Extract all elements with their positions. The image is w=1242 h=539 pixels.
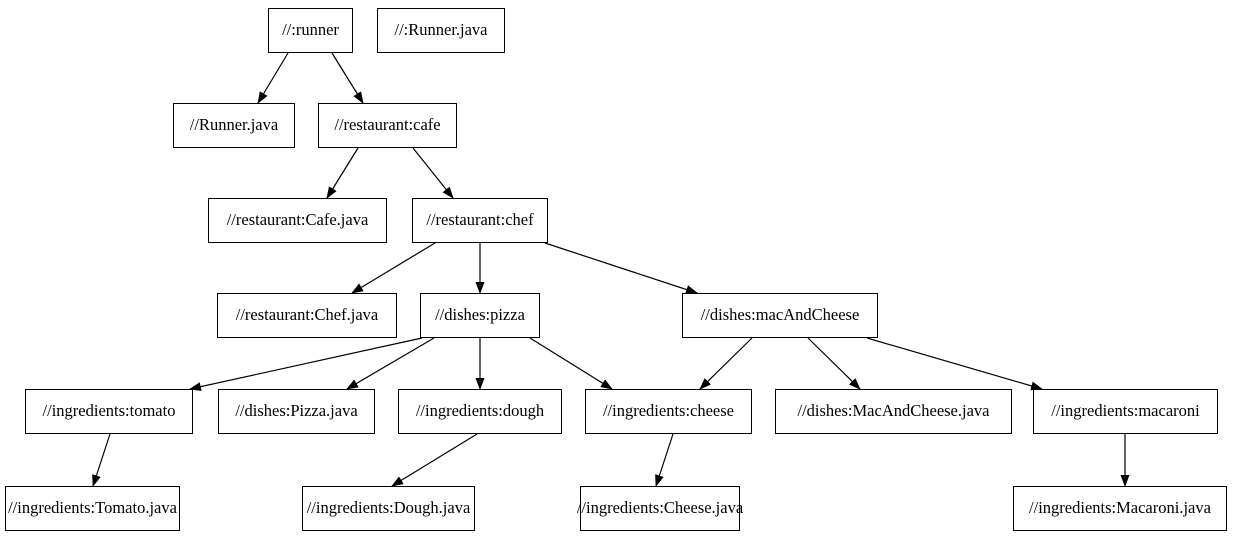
graph-node-label: //ingredients:cheese (602, 401, 735, 421)
edge-chef-to-mac-and-cheese (544, 242, 698, 294)
graph-node-label: //dishes:pizza (435, 305, 525, 325)
graph-node-mac-and-cheese: //dishes:macAndCheese (682, 293, 878, 338)
graph-node-label: //dishes:Pizza.java (235, 401, 358, 421)
edge-pizza-to-cheese (529, 337, 613, 390)
graph-node-cafe-java: //restaurant:Cafe.java (208, 198, 387, 243)
graph-node-label: //ingredients:Dough.java (306, 498, 471, 518)
graph-node-label: //ingredients:Cheese.java (576, 498, 744, 518)
edge-mac-and-cheese-to-macaroni (866, 337, 1043, 391)
graph-node-label: //restaurant:Chef.java (235, 305, 379, 325)
graph-node-label: //restaurant:Cafe.java (226, 210, 369, 230)
graph-node-chef: //restaurant:chef (412, 198, 548, 243)
graph-node-label: //restaurant:cafe (334, 115, 441, 135)
edge-runner-to-runner-java (257, 52, 289, 104)
edge-mac-and-cheese-to-mac-and-cheese-java (807, 337, 861, 390)
graph-node-pizza-java: //dishes:Pizza.java (218, 389, 375, 434)
edge-chef-to-chef-java (351, 242, 436, 294)
edge-cafe-to-chef (412, 147, 454, 199)
graph-node-label: //ingredients:dough (415, 401, 545, 421)
edge-tomato-to-tomato-java (92, 433, 111, 487)
edge-mac-and-cheese-to-cheese (699, 337, 753, 390)
graph-node-label: //restaurant:chef (426, 210, 534, 230)
graph-node-label: //dishes:MacAndCheese.java (797, 401, 990, 421)
graph-node-label: //ingredients:tomato (42, 401, 176, 421)
graph-node-mac-and-cheese-java: //dishes:MacAndCheese.java (775, 389, 1012, 434)
graph-node-dough-java: //ingredients:Dough.java (302, 486, 475, 531)
graph-node-chef-java: //restaurant:Chef.java (217, 293, 397, 338)
graph-node-dough: //ingredients:dough (398, 389, 562, 434)
graph-node-label: //ingredients:Macaroni.java (1029, 498, 1211, 518)
edge-pizza-to-tomato (189, 337, 423, 392)
edge-cafe-to-cafe-java (326, 147, 359, 199)
graph-node-label: //ingredients:Tomato.java (8, 498, 177, 518)
graph-node-macaroni: //ingredients:macaroni (1033, 389, 1218, 434)
graph-node-pizza: //dishes:pizza (420, 293, 540, 338)
edge-dough-to-dough-java (391, 433, 478, 487)
graph-node-tomato: //ingredients:tomato (25, 389, 193, 434)
graph-node-cafe: //restaurant:cafe (318, 103, 457, 148)
graph-node-runner-java-src: //:Runner.java (377, 8, 505, 53)
graph-node-label: //Runner.java (189, 115, 279, 135)
graph-node-label: //:runner (282, 20, 339, 40)
graph-node-label: //dishes:macAndCheese (700, 305, 860, 325)
graph-node-runner-java: //Runner.java (173, 103, 295, 148)
graph-node-label: //ingredients:macaroni (1051, 401, 1200, 421)
edge-runner-to-cafe (331, 52, 364, 104)
edge-pizza-to-pizza-java (346, 337, 435, 390)
graph-node-cheese-java: //ingredients:Cheese.java (576, 486, 744, 531)
graph-node-tomato-java: //ingredients:Tomato.java (5, 486, 180, 531)
edge-cheese-to-cheese-java (655, 433, 674, 487)
graph-node-runner: //:runner (268, 8, 353, 53)
graph-node-macaroni-java: //ingredients:Macaroni.java (1013, 486, 1227, 531)
graph-node-label: //:Runner.java (394, 20, 488, 40)
graph-node-cheese: //ingredients:cheese (585, 389, 752, 434)
